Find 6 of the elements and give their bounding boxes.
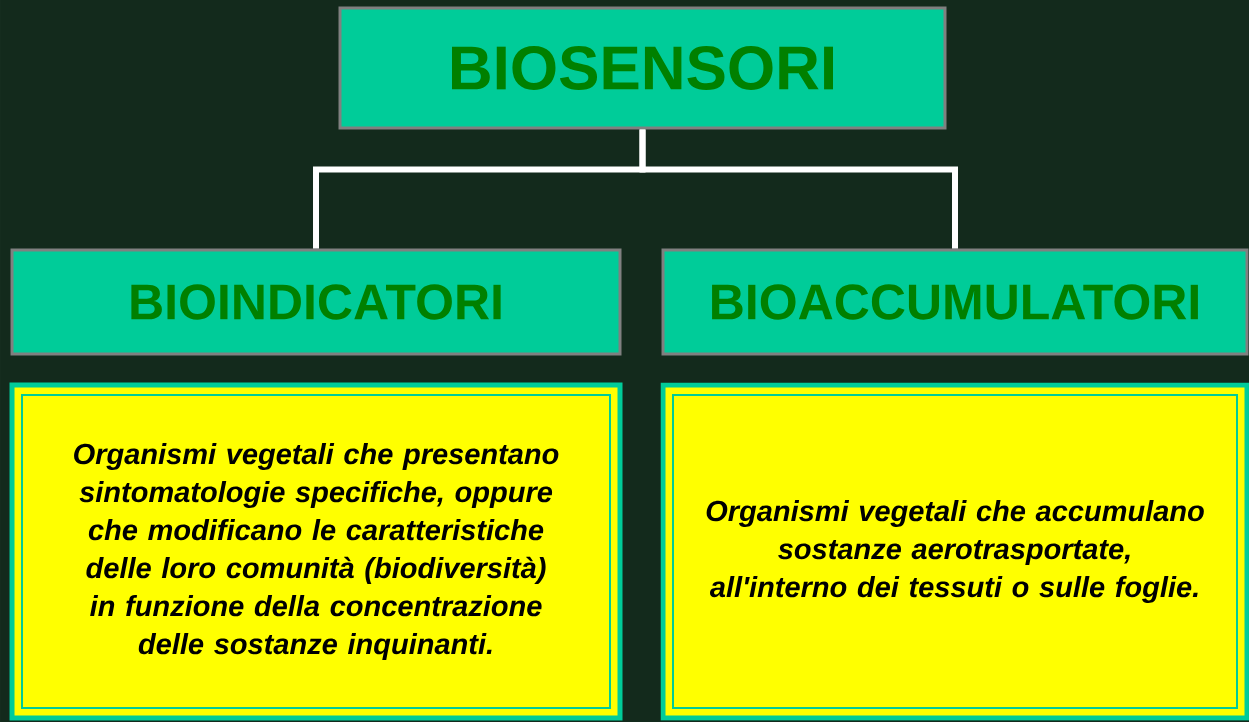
category-box: BIOINDICATORI [10,248,622,356]
title-box: BIOSENSORI [338,6,947,130]
description-box: Organismi vegetali che accumulano sostanze aerotrasportate, all'interno dei tessuti o sulle foglie. [660,382,1249,721]
description-box: Organismi vegetali che presentano sintomatologie specifiche, oppure che modificano le caratteristiche delle loro comunità (biodiversità) in funzione della concentrazione delle sostanze inquinanti. [9,382,623,721]
category-box: BIOACCUMULATORI [661,248,1249,356]
connector-line [639,129,958,249]
